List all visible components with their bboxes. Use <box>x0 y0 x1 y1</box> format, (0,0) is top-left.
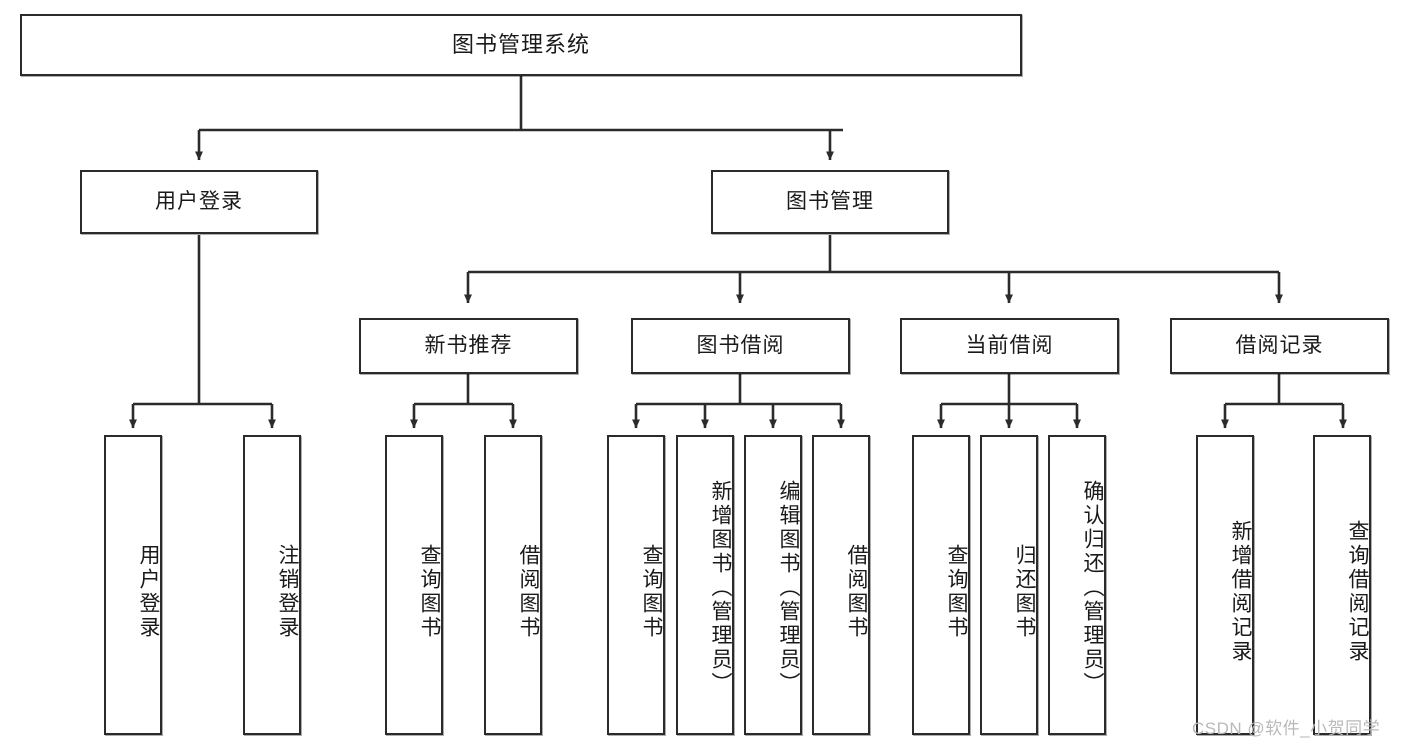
node-label: 注销登录 <box>276 544 299 640</box>
node-label: 查询图书 <box>945 544 968 640</box>
node-book-management[interactable]: 图书管理 <box>711 170 949 234</box>
node-label: 借阅图书 <box>845 544 868 640</box>
leaf-book-borrow-add-book-admin[interactable]: 新增图书（管理员） <box>676 435 734 735</box>
csdn-watermark: CSDN @软件_小贺同学 <box>1192 719 1381 738</box>
node-label: 查询图书 <box>640 544 663 640</box>
node-label: 用户登录 <box>155 190 243 214</box>
node-label: 图书管理系统 <box>451 31 590 57</box>
leaf-borrow-record-query-record[interactable]: 查询借阅记录 <box>1313 435 1371 735</box>
node-root-library-system[interactable]: 图书管理系统 <box>20 14 1022 76</box>
leaf-current-borrow-query-book[interactable]: 查询图书 <box>912 435 970 735</box>
node-user-login[interactable]: 用户登录 <box>80 170 318 234</box>
node-label: 图书借阅 <box>696 334 785 358</box>
leaf-new-book-borrow-book[interactable]: 借阅图书 <box>484 435 542 735</box>
node-label: 新增借阅记录 <box>1229 520 1252 664</box>
leaf-user-login-login[interactable]: 用户登录 <box>104 435 162 735</box>
node-label: 归还图书 <box>1013 544 1036 640</box>
node-book-borrow[interactable]: 图书借阅 <box>631 318 850 374</box>
node-borrow-record[interactable]: 借阅记录 <box>1170 318 1389 374</box>
node-label: 借阅记录 <box>1235 334 1324 358</box>
node-label: 查询图书 <box>418 544 441 640</box>
node-label: 当前借阅 <box>965 334 1054 358</box>
leaf-borrow-record-add-record[interactable]: 新增借阅记录 <box>1196 435 1254 735</box>
leaf-book-borrow-edit-book-admin[interactable]: 编辑图书（管理员） <box>744 435 802 735</box>
leaf-book-borrow-borrow-book[interactable]: 借阅图书 <box>812 435 870 735</box>
leaf-new-book-query-book[interactable]: 查询图书 <box>385 435 443 735</box>
leaf-book-borrow-query-book[interactable]: 查询图书 <box>607 435 665 735</box>
node-label: 图书管理 <box>786 190 874 214</box>
node-current-borrow[interactable]: 当前借阅 <box>900 318 1119 374</box>
node-label: 确认归还（管理员） <box>1081 480 1104 696</box>
node-label: 用户登录 <box>137 544 160 640</box>
leaf-current-borrow-confirm-return-admin[interactable]: 确认归还（管理员） <box>1048 435 1106 735</box>
node-label: 编辑图书（管理员） <box>777 480 800 696</box>
leaf-current-borrow-return-book[interactable]: 归还图书 <box>980 435 1038 735</box>
node-label: 新增图书（管理员） <box>709 480 732 696</box>
leaf-user-login-logout[interactable]: 注销登录 <box>243 435 301 735</box>
node-new-book-recommend[interactable]: 新书推荐 <box>359 318 578 374</box>
node-label: 借阅图书 <box>517 544 540 640</box>
node-label: 新书推荐 <box>424 334 513 358</box>
node-label: 查询借阅记录 <box>1346 520 1369 664</box>
